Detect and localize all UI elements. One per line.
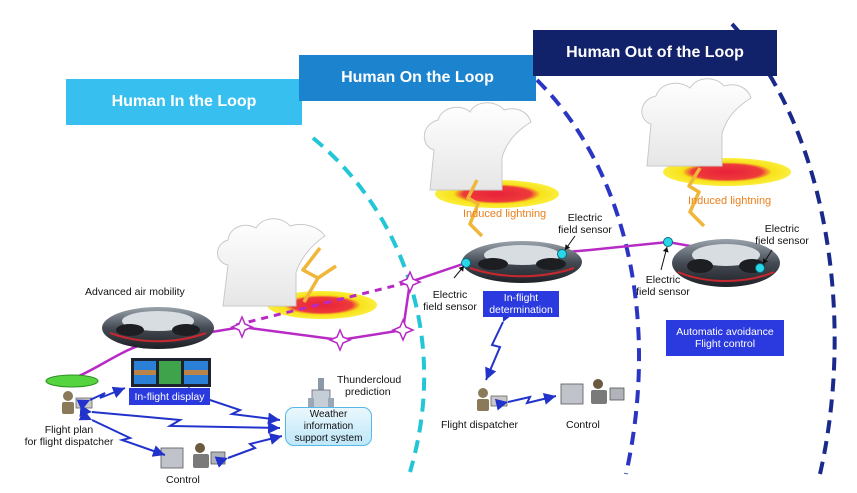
header-human-in-the-loop: Human In the Loop xyxy=(66,79,302,125)
boundary-arc-on-loop xyxy=(535,78,641,475)
thundercloud-2 xyxy=(423,102,532,191)
label-electric-field-sensor-4: Electric field sensor xyxy=(630,274,696,298)
waypoint-star-3 xyxy=(391,318,415,342)
header-human-out-of-the-loop: Human Out of the Loop xyxy=(533,30,777,76)
label-control-1: Control xyxy=(166,474,200,486)
sensor-pointer-2 xyxy=(564,235,576,251)
header-out-loop-text: Human Out of the Loop xyxy=(566,44,744,61)
thundercloud-line-2: prediction xyxy=(345,386,391,398)
efs4-line-1: Electric xyxy=(645,274,681,286)
header-human-on-the-loop: Human On the Loop xyxy=(299,55,536,101)
comm-arrow-determination-dispatcher xyxy=(485,308,514,381)
air-mobility-vehicle-2 xyxy=(462,241,582,283)
inflight-display-screens xyxy=(131,358,211,387)
auto-line-2: Flight control xyxy=(694,338,756,350)
flight-plan-line-2: for flight dispatcher xyxy=(24,436,114,448)
sensor-pointer-4 xyxy=(762,249,773,265)
weather-info-line-1: Weather information xyxy=(303,408,354,432)
efs3-line-1: Electric xyxy=(764,223,800,235)
waypoint-star-1 xyxy=(230,315,254,339)
header-in-loop-text: Human In the Loop xyxy=(111,93,257,110)
efs1-line-1: Electric xyxy=(567,212,603,224)
label-electric-field-sensor-2: Electric field sensor xyxy=(417,289,483,313)
comm-arrow-dispatcher-control xyxy=(78,409,166,457)
waypoint-star-4 xyxy=(398,270,422,294)
auto-line-1: Automatic avoidance xyxy=(676,326,774,338)
thundercloud-3 xyxy=(641,78,752,167)
sensor-dot-3 xyxy=(663,237,673,247)
sensor-dot-1 xyxy=(461,258,471,268)
efs2-line-2: field sensor xyxy=(423,301,477,313)
efs2-line-1: Electric xyxy=(432,289,468,301)
control-station-figure-1 xyxy=(160,443,226,469)
lightning-3 xyxy=(687,167,706,228)
label-electric-field-sensor-1: Electric field sensor xyxy=(552,212,618,236)
label-control-2: Control xyxy=(566,419,600,431)
flight-plan-dispatcher-figure xyxy=(62,391,93,414)
weather-information-support-system-box: Weather information support system xyxy=(285,407,372,446)
label-induced-lightning-1: Induced lightning xyxy=(463,208,547,220)
thundercloud-line-1: Thundercloud xyxy=(337,374,402,386)
comm-arrow-display-dispatcher xyxy=(76,386,126,411)
comm-arrow-display-weather xyxy=(184,386,281,425)
lightning-1 xyxy=(301,246,337,303)
label-advanced-air-mobility: Advanced air mobility xyxy=(85,286,185,298)
flight-path-dashed xyxy=(235,280,411,327)
flight-plan-line-1: Flight plan xyxy=(44,424,94,436)
air-mobility-vehicle-1 xyxy=(102,307,214,349)
label-electric-field-sensor-3: Electric field sensor xyxy=(749,223,815,247)
sensor-dot-2 xyxy=(557,249,567,259)
ifdet-line-2: determination xyxy=(489,304,553,316)
inflight-display-box: In-flight display xyxy=(129,388,210,405)
label-flight-dispatcher: Flight dispatcher xyxy=(441,419,519,431)
sensor-dot-4 xyxy=(755,263,765,273)
comm-arrow-dispatcher-control-2 xyxy=(494,392,557,411)
flight-dispatcher-figure xyxy=(477,388,508,411)
boundary-arc-out-loop xyxy=(730,22,837,475)
comm-arrow-control-weather xyxy=(214,433,283,468)
inflight-display-text: In-flight display xyxy=(134,390,205,403)
waypoint-star-2 xyxy=(328,328,352,352)
comm-arrows xyxy=(76,308,557,468)
lightning-2 xyxy=(466,179,484,238)
weather-info-line-2: support system xyxy=(294,432,363,444)
sensor-pointer-3 xyxy=(660,246,669,271)
efs1-line-2: field sensor xyxy=(558,224,612,236)
label-flight-plan: Flight plan for flight dispatcher xyxy=(10,424,128,448)
landing-pad xyxy=(45,374,99,388)
ifdet-line-1: In-flight xyxy=(503,292,539,304)
label-induced-lightning-2: Induced lightning xyxy=(688,195,772,207)
header-on-loop-text: Human On the Loop xyxy=(341,69,494,86)
inflight-determination-box: In-flight determination xyxy=(483,291,559,317)
automatic-avoidance-box: Automatic avoidance Flight control xyxy=(666,320,784,356)
control-station-figure-2 xyxy=(560,379,625,405)
sensor-pointer-1 xyxy=(453,265,465,279)
efs3-line-2: field sensor xyxy=(755,235,809,247)
thundercloud-1 xyxy=(217,218,326,307)
air-mobility-vehicle-3 xyxy=(672,239,780,287)
efs4-line-2: field sensor xyxy=(636,286,690,298)
label-thundercloud-prediction: Thundercloud prediction xyxy=(337,374,401,398)
